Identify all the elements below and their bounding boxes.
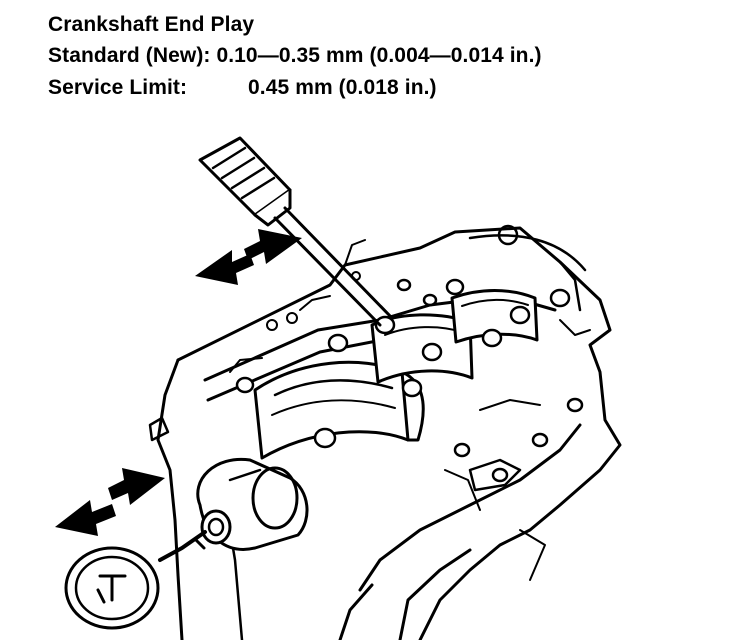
dial-indicator — [64, 530, 207, 630]
arrow-upper-right-icon — [244, 229, 302, 264]
block-details — [229, 239, 591, 581]
motion-arrows — [55, 229, 302, 536]
screwdriver — [198, 136, 394, 327]
crankshaft-nose — [196, 457, 309, 551]
standard-spec: Standard (New): 0.10—0.35 mm (0.004—0.01… — [48, 44, 542, 67]
arrow-upper-left-icon — [195, 250, 254, 285]
arrow-lower-right-icon — [108, 468, 165, 505]
service-limit-label: Service Limit: — [48, 76, 188, 99]
service-limit-value: 0.45 mm (0.018 in.) — [248, 76, 437, 99]
bore-hint — [468, 224, 587, 272]
main-bearing-caps — [253, 289, 539, 460]
arrow-lower-left-icon — [55, 500, 116, 536]
figure-heading: Crankshaft End Play — [48, 13, 255, 36]
cap-bolts — [235, 278, 584, 483]
